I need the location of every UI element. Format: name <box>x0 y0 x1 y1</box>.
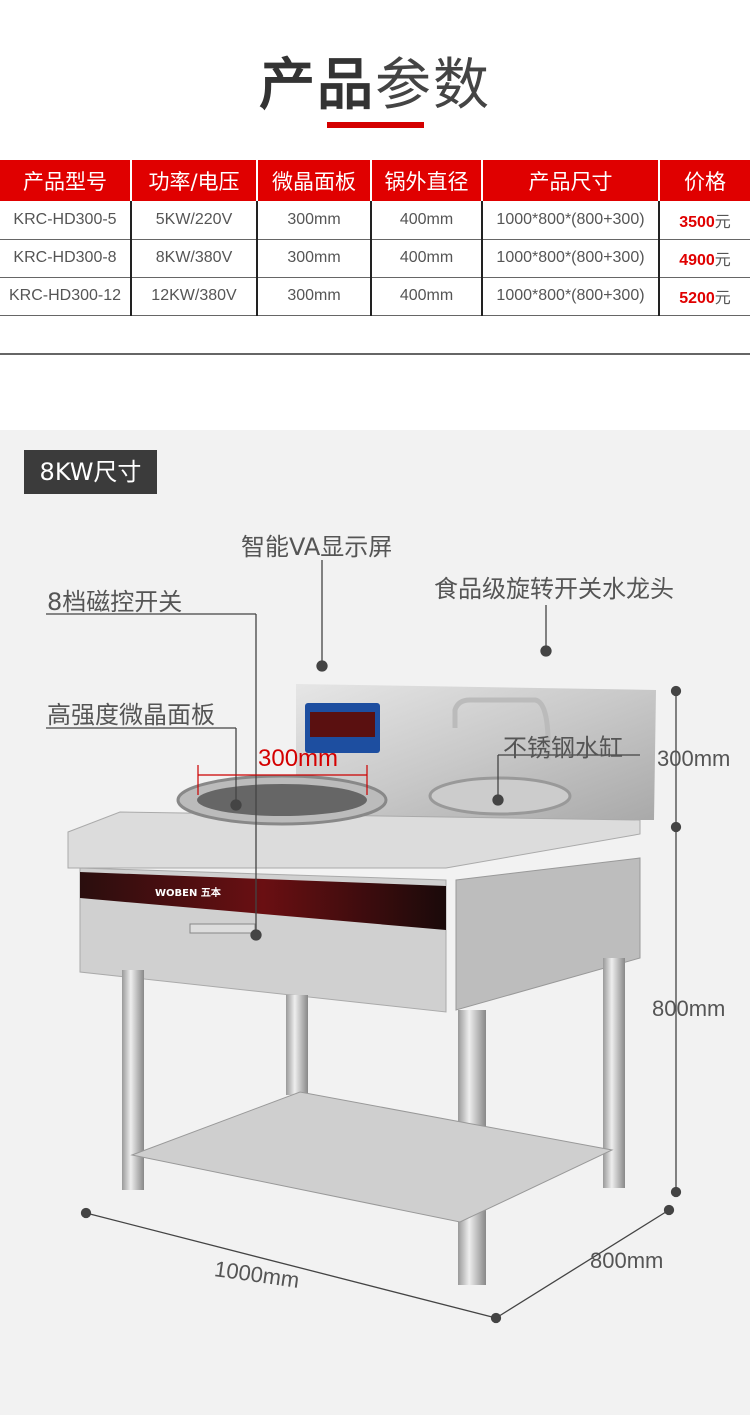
dim-depth: 800mm <box>590 1248 664 1273</box>
drawer-handle <box>189 923 256 934</box>
col-header: 功率/电压 <box>131 160 258 201</box>
label-panel: 高强度微晶面板 <box>47 701 215 729</box>
label-tank: 不锈钢水缸 <box>503 734 623 762</box>
price: 3500元 <box>659 201 750 240</box>
label-faucet: 食品级旋转开关水龙头 <box>434 575 674 603</box>
brand-band <box>80 872 446 930</box>
col-header: 微晶面板 <box>257 160 372 201</box>
label-display: 智能VA显示屏 <box>241 533 393 561</box>
col-header: 产品尺寸 <box>482 160 660 201</box>
col-header: 锅外直径 <box>371 160 483 201</box>
col-header: 价格 <box>659 160 750 201</box>
label-switch: 8档磁控开关 <box>47 588 183 616</box>
backsplash <box>296 684 656 820</box>
dim-height: 800mm <box>652 996 726 1021</box>
faucet <box>452 697 551 761</box>
price: 4900元 <box>659 239 750 278</box>
dim-backsplash: 300mm <box>657 746 731 771</box>
page-title: 产品参数 <box>259 53 491 118</box>
model-tag: 8KW尺寸 <box>24 450 157 494</box>
table-header: 产品型号 功率/电压 微晶面板 锅外直径 产品尺寸 价格 <box>0 160 750 201</box>
lower-shelf <box>130 1091 614 1223</box>
dim-panel: 300mm <box>258 745 339 772</box>
table-bottom-line <box>0 353 750 355</box>
spec-table: 产品型号 功率/电压 微晶面板 锅外直径 产品尺寸 价格 KRC-HD300-5… <box>0 160 750 316</box>
countertop <box>67 811 641 869</box>
brand-logo: WOBEN 五本 <box>155 888 221 899</box>
price: 5200元 <box>659 277 750 316</box>
col-header: 产品型号 <box>0 160 132 201</box>
title-underline <box>327 122 424 128</box>
